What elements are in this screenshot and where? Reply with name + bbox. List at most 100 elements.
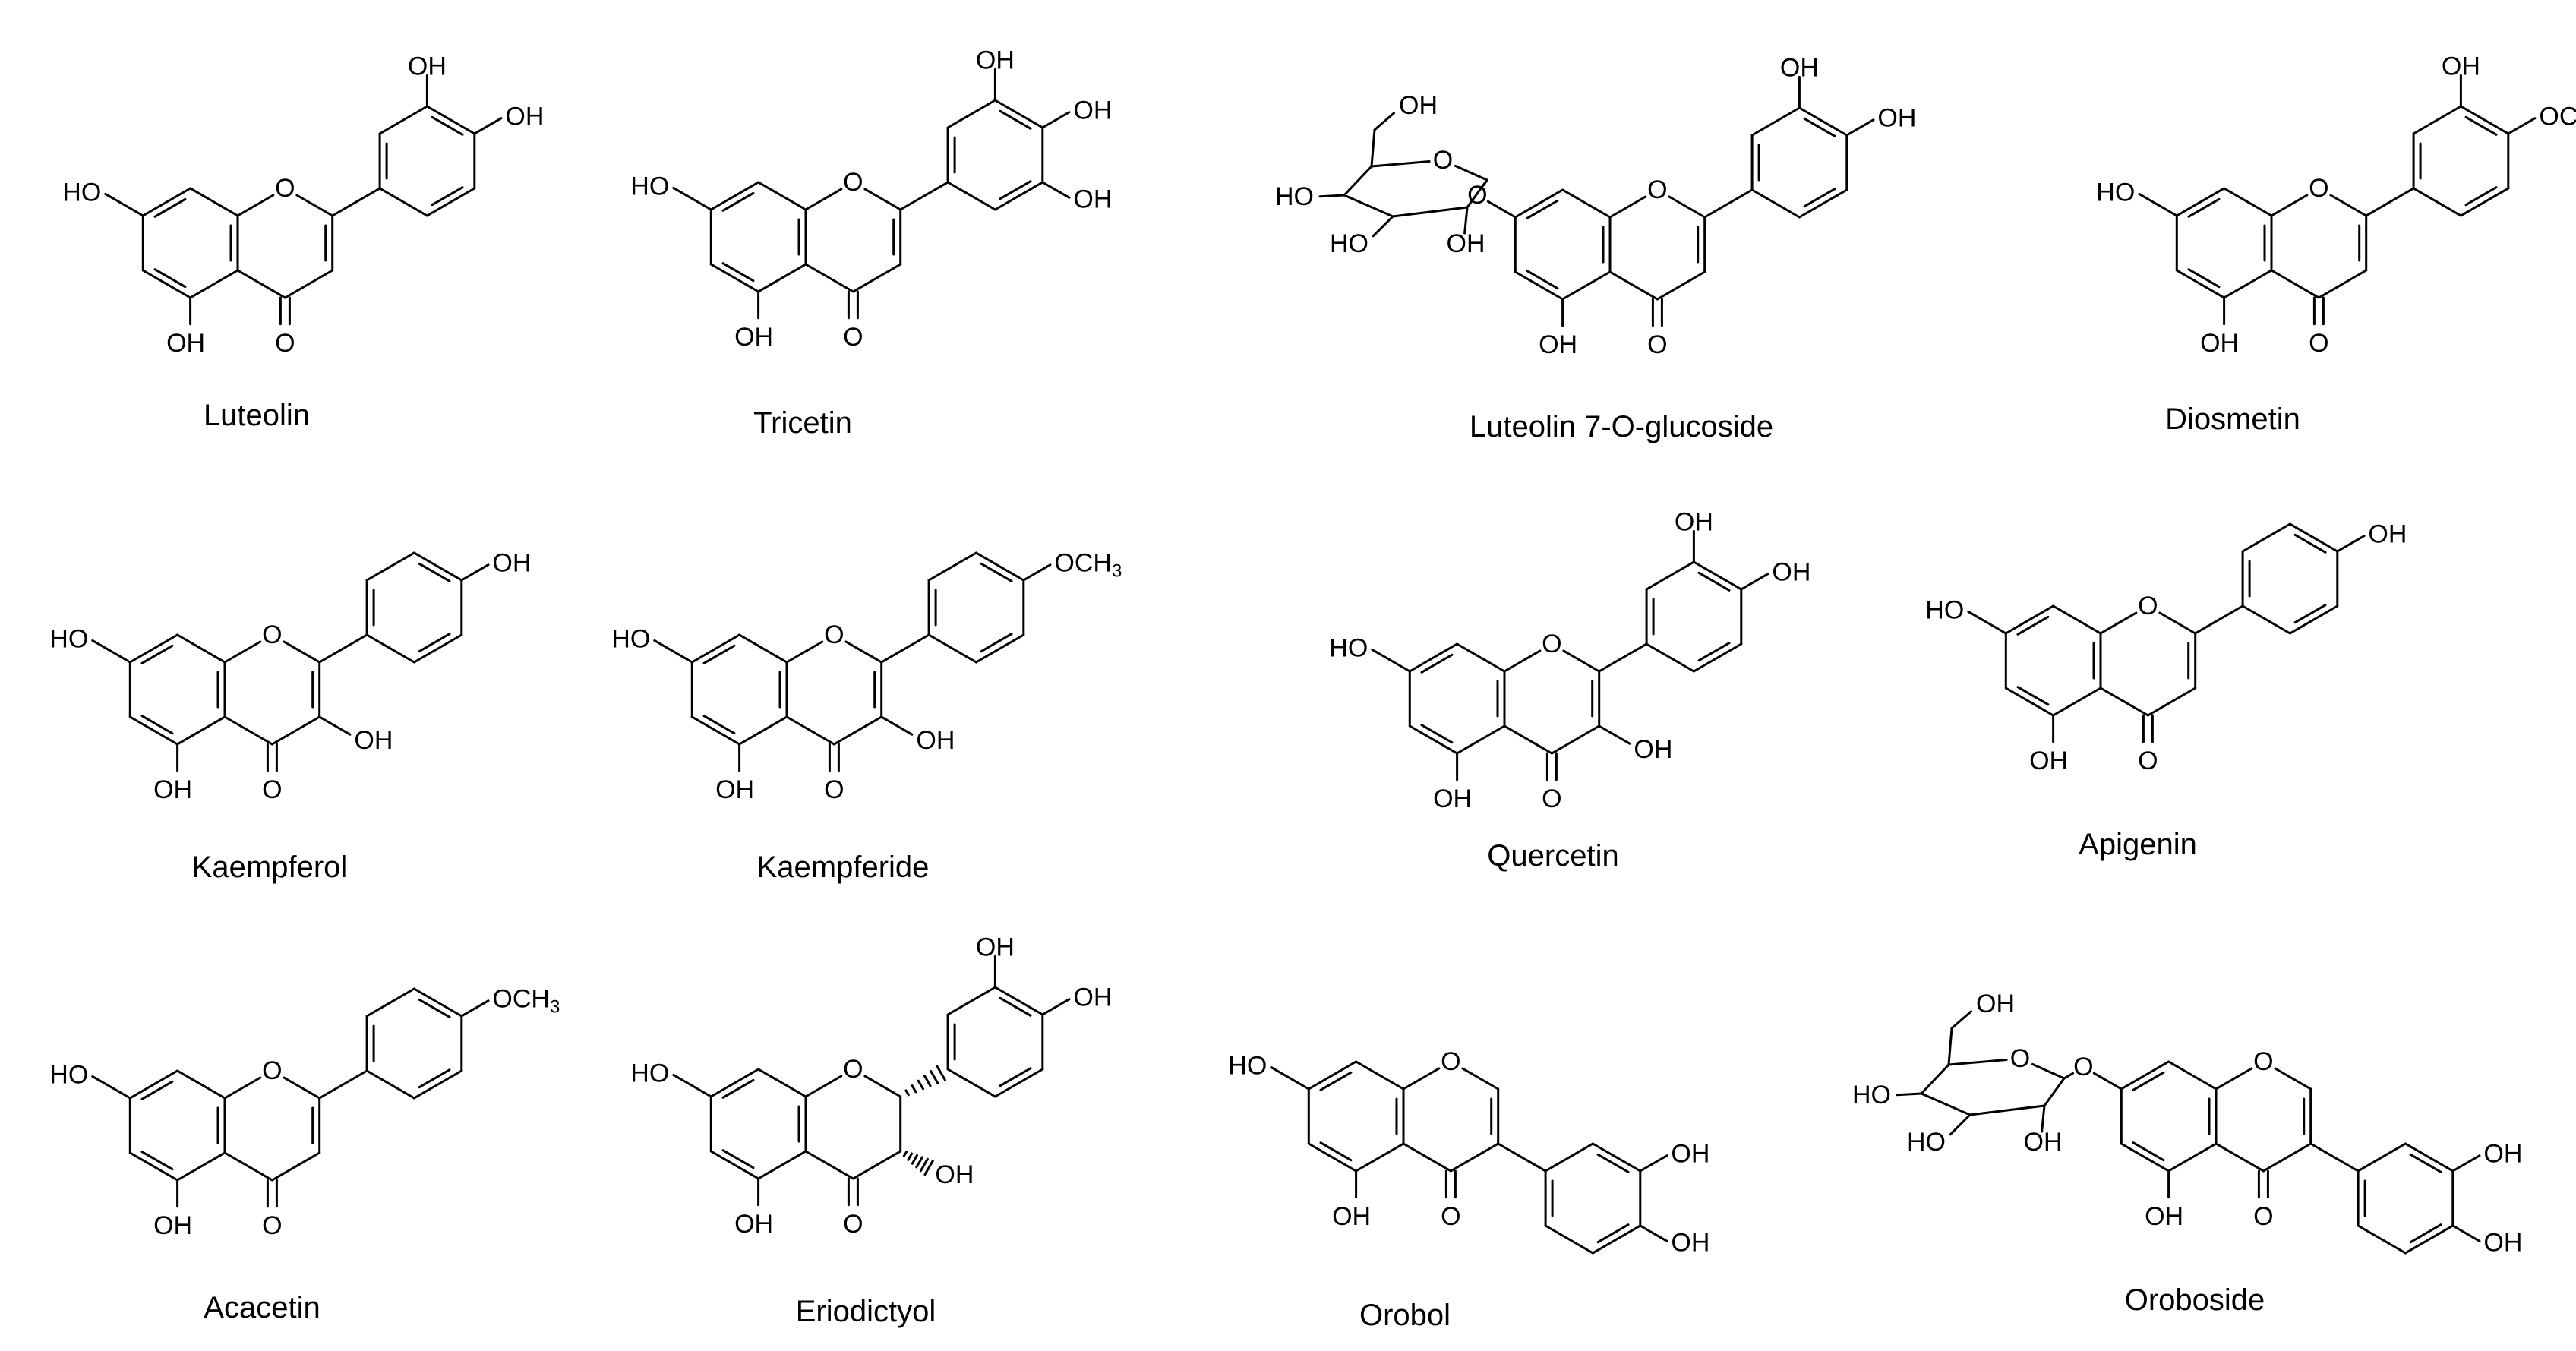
compound-name-luteolin-7-o-glucoside: Luteolin 7-O-glucoside [1470, 410, 1773, 443]
hydroxyl-5-label: OH [153, 775, 192, 804]
pyranose-oxygen-atom: O [2010, 1044, 2030, 1073]
compound-name-eriodictyol: Eriodictyol [796, 1295, 936, 1328]
ring-oxygen-atom: O [824, 620, 844, 649]
hydroxyl-3prime-label: OH [408, 52, 447, 80]
hydroxyl-3-sugar-label: HO [1907, 1128, 1946, 1157]
ring-oxygen-atom: O [2309, 174, 2328, 203]
carbonyl-oxygen-atom: O [1647, 330, 1667, 359]
substituent-4prime-label: OCH3 [492, 985, 560, 1018]
compound-name-kaempferide: Kaempferide [757, 851, 930, 884]
substituent-4prime-label: OH [1772, 558, 1810, 587]
carbonyl-oxygen-atom: O [1542, 784, 1561, 813]
carbonyl-oxygen-atom: O [1441, 1202, 1460, 1231]
pyranose-oxygen-atom: O [1433, 146, 1453, 175]
hydroxyl-3prime-label: OH [976, 46, 1015, 74]
hydroxyl-5-label: OH [1433, 784, 1472, 813]
hydroxyl-3prime-label: OH [1675, 507, 1713, 536]
compound-name-quercetin: Quercetin [1487, 839, 1618, 873]
substituent-4prime-label: OCH3 [1054, 549, 1122, 582]
hydroxyl-5-label: OH [166, 329, 205, 358]
compound-quercetin: O O OH HO OH OH OH Quercetin [1329, 507, 1810, 873]
hydroxyl-7-label: HO [630, 1059, 669, 1087]
hydroxyl-3prime-label: OH [1671, 1140, 1709, 1169]
hydroxyl-5-label: OH [734, 1210, 773, 1239]
substituent-4prime-label: OH [1877, 104, 1916, 133]
carbonyl-oxygen-atom: O [262, 775, 282, 804]
hydroxyl-5-label: OH [2200, 329, 2239, 358]
hydroxyl-4-sugar-label: HO [1852, 1081, 1891, 1110]
hydroxyl-5prime-label: OH [1073, 185, 1112, 213]
hydroxyl-6-label: OH [1399, 91, 1438, 120]
substituent-4prime-label: OH [2368, 520, 2407, 549]
hydroxyl-3-label: OH [354, 726, 393, 755]
compound-name-luteolin: Luteolin [204, 399, 310, 432]
compound-name-acacetin: Acacetin [204, 1291, 320, 1324]
hydroxyl-7-label: HO [49, 624, 88, 653]
hydroxyl-3prime-label: OH [976, 933, 1015, 961]
compound-orobol: O O OH HO OH OH Orobol [1228, 1047, 1709, 1332]
ring-oxygen-atom: O [843, 1055, 863, 1084]
hydroxyl-5-label: OH [1539, 330, 1577, 359]
hydroxyl-5-label: OH [715, 775, 754, 804]
substituent-4prime-label: OH [1073, 96, 1112, 125]
carbonyl-oxygen-atom: O [2138, 747, 2158, 775]
compound-name-apigenin: Apigenin [2079, 828, 2197, 861]
ring-oxygen-atom: O [262, 1056, 282, 1085]
ring-oxygen-atom: O [1441, 1047, 1460, 1076]
hydroxyl-4prime-label: OH [1671, 1228, 1709, 1257]
compound-luteolin: O O OH HO OH OH Luteolin [62, 52, 544, 432]
hydroxyl-7-label: HO [1228, 1051, 1267, 1080]
hydroxyl-7-label: HO [1329, 633, 1368, 662]
ring-oxygen-atom: O [1542, 630, 1561, 658]
carbonyl-oxygen-atom: O [824, 775, 844, 804]
hydroxyl-7-label: HO [62, 178, 101, 207]
hydroxyl-2-sugar-label: OH [1447, 229, 1485, 258]
hydroxyl-5-label: OH [1332, 1202, 1371, 1231]
hydroxyl-7-label: HO [2096, 178, 2135, 207]
carbonyl-oxygen-atom: O [275, 329, 295, 358]
hydroxyl-5-label: OH [2029, 747, 2068, 775]
carbonyl-oxygen-atom: O [843, 1210, 863, 1239]
compound-name-orobol: Orobol [1359, 1299, 1451, 1332]
compound-name-oroboside: Oroboside [2125, 1283, 2265, 1317]
ring-oxygen-atom: O [2253, 1047, 2273, 1076]
ring-oxygen-atom: O [262, 620, 282, 649]
hydroxyl-6-label: OH [1976, 990, 2015, 1018]
hydroxyl-4prime-label: OH [2483, 1228, 2522, 1257]
substituent-4prime-label: OCH3 [2539, 103, 2576, 135]
carbonyl-oxygen-atom: O [2309, 329, 2328, 358]
hydroxyl-7-label: HO [611, 624, 650, 653]
hydroxyl-5-label: OH [153, 1211, 192, 1240]
hydroxyl-3-label: OH [916, 726, 955, 755]
ring-oxygen-atom: O [275, 174, 295, 203]
compound-diosmetin: OOOHHOOCH3OHDiosmetin [2096, 52, 2576, 436]
glycosidic-oxygen-atom: O [2073, 1053, 2093, 1081]
hydroxyl-7-label: HO [1925, 595, 1964, 624]
hydroxyl-3prime-label: OH [2483, 1140, 2522, 1169]
hydroxyl-3prime-label: OH [1780, 53, 1819, 82]
ring-oxygen-atom: O [843, 168, 863, 197]
hydroxyl-3prime-label: OH [2442, 52, 2480, 80]
substituent-4prime-label: OH [1073, 983, 1112, 1012]
substituent-4prime-label: OH [505, 103, 544, 131]
hydroxyl-4-sugar-label: HO [1275, 182, 1314, 211]
compound-name-diosmetin: Diosmetin [2165, 402, 2300, 436]
ring-oxygen-atom: O [1647, 175, 1667, 204]
compound-name-kaempferol: Kaempferol [192, 851, 348, 884]
hydroxyl-5-label: OH [734, 323, 773, 352]
hydroxyl-3-sugar-label: HO [1330, 229, 1368, 258]
carbonyl-oxygen-atom: O [2253, 1202, 2273, 1231]
compound-name-tricetin: Tricetin [753, 406, 852, 440]
hydroxyl-3-label: OH [1634, 735, 1672, 764]
carbonyl-oxygen-atom: O [843, 323, 863, 352]
compound-apigenin: O O OH HO OH Apigenin [1925, 520, 2407, 861]
hydroxyl-5-label: OH [2145, 1202, 2183, 1231]
hydroxyl-3-label: OH [935, 1160, 974, 1189]
ring-oxygen-atom: O [2138, 592, 2158, 620]
